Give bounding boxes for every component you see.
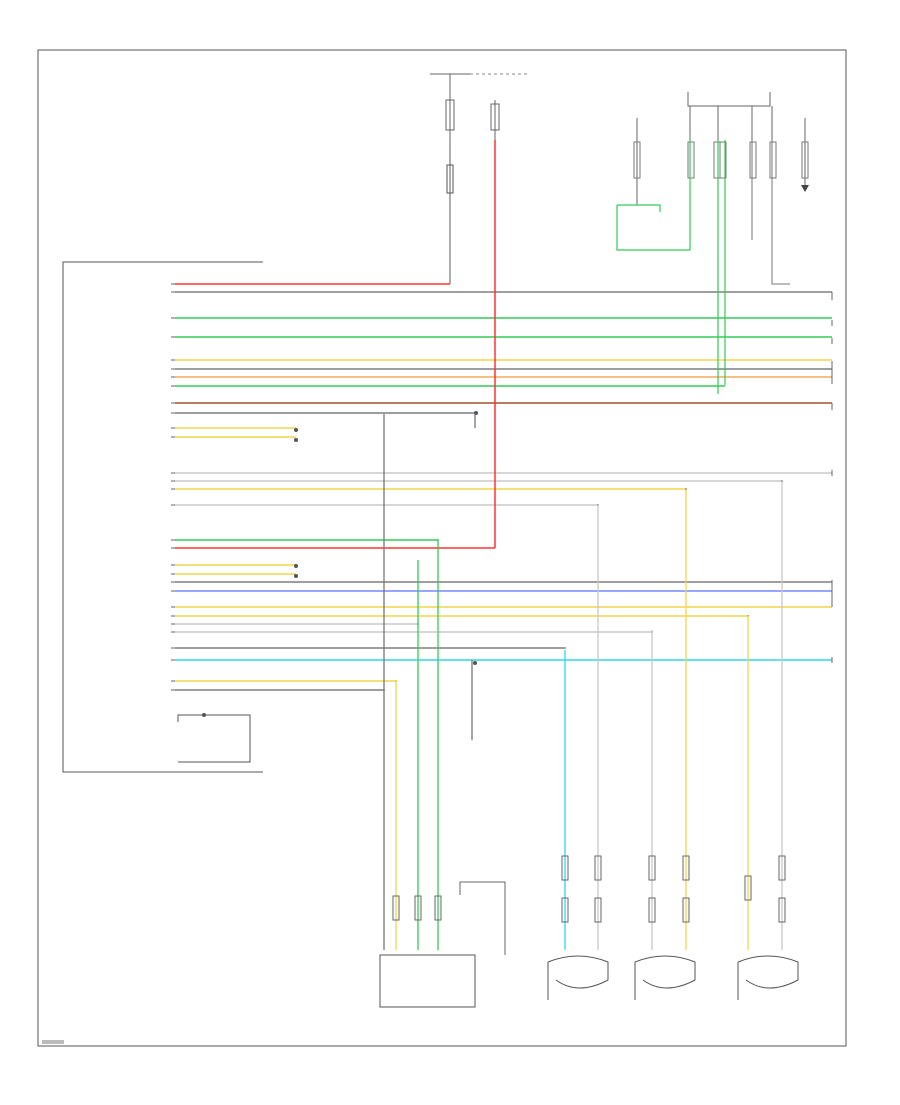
wire-bend — [685, 488, 687, 490]
wire-bend — [781, 480, 783, 482]
sensor-connector-stubs — [392, 855, 786, 923]
top-right-green-runs — [616, 140, 726, 394]
figure-reference-mark — [42, 1040, 64, 1044]
wheel-speed-sensor-left-front — [547, 955, 609, 1000]
top-right-gray-runs — [751, 140, 790, 285]
diagram-frame — [37, 49, 847, 1047]
brake-pressure-switch — [177, 714, 251, 763]
yaw-sensor-box — [379, 954, 476, 1008]
wheel-speed-sensor-right-rear — [737, 955, 799, 1000]
control-module-outline — [62, 261, 263, 773]
switch-contact-icon — [202, 713, 206, 717]
pin-ticks — [171, 283, 175, 691]
wire-bend — [564, 647, 566, 649]
top-power-section — [430, 73, 530, 548]
ground-connection — [459, 881, 506, 955]
wire-rows — [175, 283, 832, 691]
wheel-speed-sensor-left-rear — [634, 955, 696, 1000]
top-right-sensor-section — [633, 92, 809, 205]
splice-dots — [294, 411, 478, 665]
vertical-runs — [383, 414, 783, 950]
